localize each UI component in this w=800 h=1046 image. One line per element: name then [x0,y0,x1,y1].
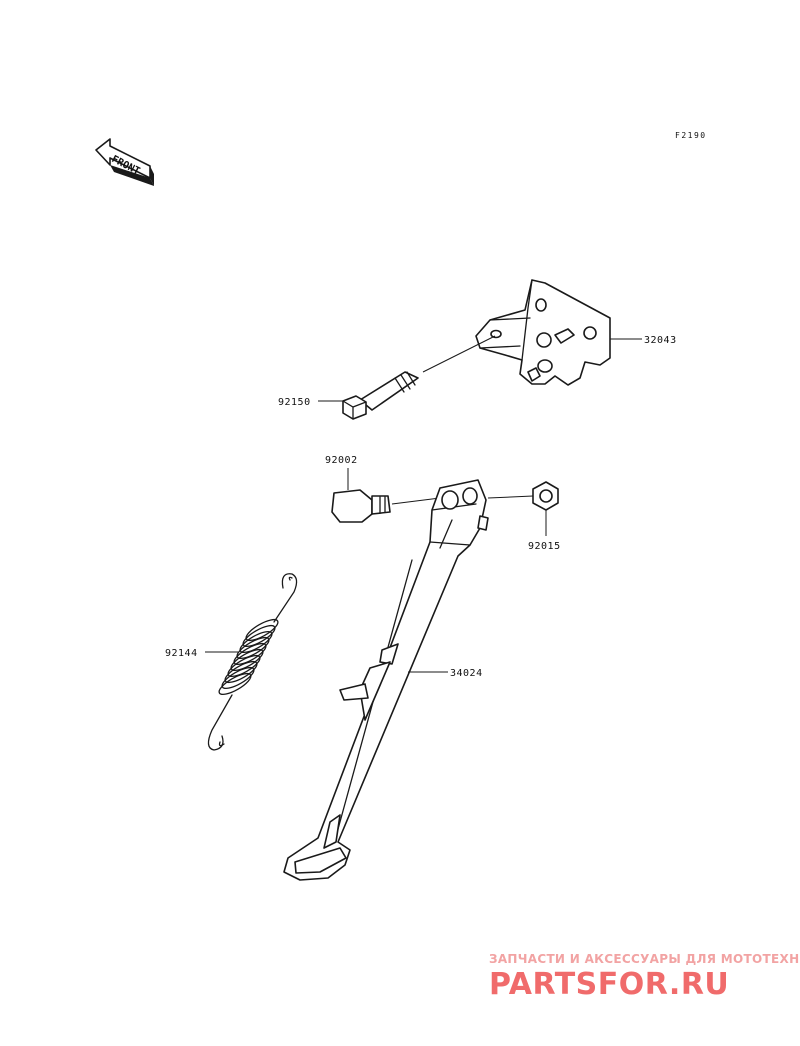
watermark-logo: PARTSFOR.RU [489,967,729,1002]
label-92150: 92150 [278,397,311,408]
spring-92144 [207,573,298,751]
bracket-32043 [475,279,611,386]
label-32043: 32043 [644,335,677,346]
label-92015: 92015 [528,541,561,552]
side-stand-34024 [283,479,489,881]
label-34024: 34024 [450,668,483,679]
pivot-bolt-92002 [331,489,391,523]
label-92144: 92144 [165,648,198,659]
bolt-axis-line [422,335,496,373]
nut-axis-line [487,495,534,499]
pivot-axis-line [391,497,441,505]
bolt-92150 [342,371,419,420]
nut-92015 [532,481,559,511]
reference-code: F2190 [675,131,707,140]
front-arrow-icon: FRONT [95,138,154,186]
watermark: ЗАПЧАСТИ И АКСЕССУАРЫ ДЛЯ МОТОТЕХНИКИ PA… [489,952,800,1002]
spring-coils [218,618,279,696]
label-92002: 92002 [325,455,358,466]
watermark-tagline: ЗАПЧАСТИ И АКСЕССУАРЫ ДЛЯ МОТОТЕХНИКИ [489,952,800,966]
